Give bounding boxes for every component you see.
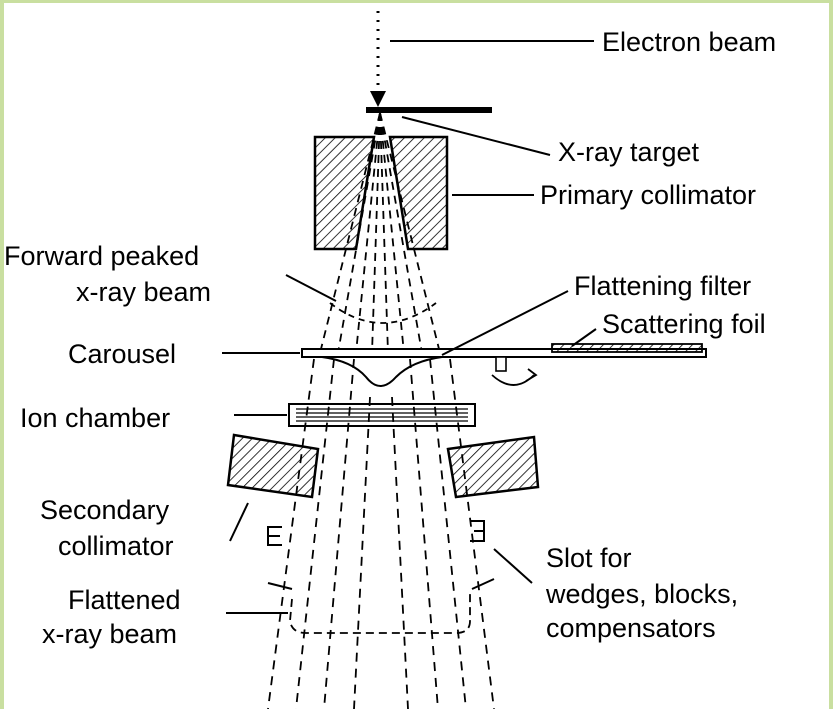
label-primary-collimator: Primary collimator (540, 180, 756, 210)
label-flattened-2: x-ray beam (42, 619, 177, 649)
label-flattening-filter: Flattening filter (574, 271, 751, 301)
leader-lines (222, 40, 597, 614)
ion-chamber (288, 403, 476, 427)
label-electron-beam: Electron beam (602, 27, 776, 57)
xray-target (366, 107, 492, 113)
label-xray-target: X-ray target (558, 137, 700, 167)
label-forward-peaked-1: Forward peaked (4, 241, 199, 271)
label-flattened-1: Flattened (68, 585, 181, 615)
label-slot-2: wedges, blocks, (545, 579, 738, 609)
linac-head-diagram: Electron beam X-ray target Primary colli… (4, 11, 776, 709)
label-slot-1: Slot for (546, 543, 632, 573)
label-ion-chamber: Ion chamber (20, 403, 170, 433)
flattening-filter (321, 356, 443, 387)
labels: Electron beam X-ray target Primary colli… (4, 27, 776, 649)
label-scattering-foil: Scattering foil (602, 309, 766, 339)
label-secondary-collimator-2: collimator (58, 531, 174, 561)
secondary-collimator (226, 433, 540, 499)
electron-beam (370, 11, 386, 107)
label-slot-3: compensators (546, 613, 716, 643)
flattened-beam-profile (289, 593, 471, 634)
lower-beam-rays (267, 358, 495, 709)
forward-peaked-beam (319, 112, 441, 354)
label-forward-peaked-2: x-ray beam (76, 277, 211, 307)
slot-brackets (267, 520, 495, 590)
label-secondary-collimator-1: Secondary (40, 495, 170, 525)
label-carousel: Carousel (68, 339, 176, 369)
carousel (301, 343, 707, 386)
primary-collimator (313, 135, 449, 251)
